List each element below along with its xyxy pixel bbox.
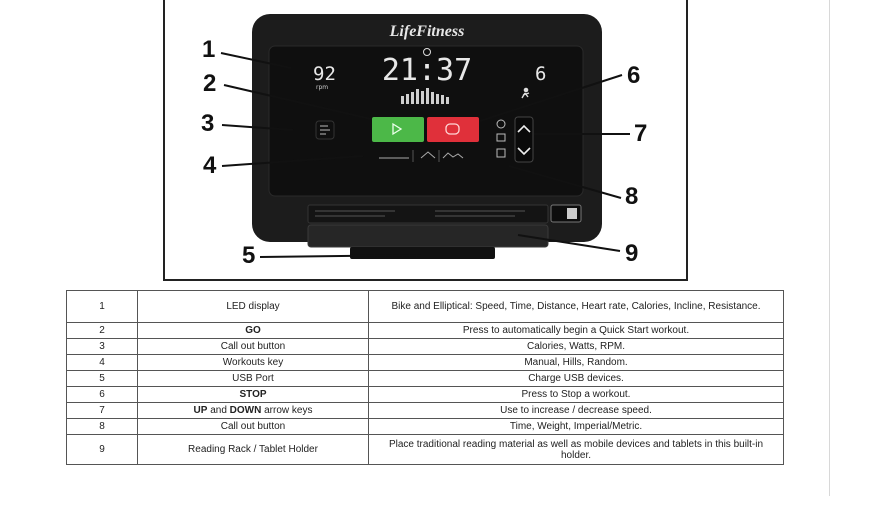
row-description: Time, Weight, Imperial/Metric. (369, 419, 784, 435)
table-row: 9 Reading Rack / Tablet Holder Place tra… (67, 435, 784, 465)
callout-1: 1 (202, 36, 215, 64)
row-number: 4 (67, 355, 138, 371)
row-name: UP and DOWN arrow keys (138, 403, 369, 419)
reading-rack (308, 225, 548, 247)
table-row: 1 LED display Bike and Elliptical: Speed… (67, 291, 784, 323)
callout-9: 9 (625, 240, 638, 268)
row-name: LED display (138, 291, 369, 323)
row-description: Use to increase / decrease speed. (369, 403, 784, 419)
row-name: USB Port (138, 371, 369, 387)
row-name: GO (138, 323, 369, 339)
callout-3: 3 (201, 110, 214, 138)
page-divider-line (829, 0, 830, 496)
table-row: 6 STOP Press to Stop a workout. (67, 387, 784, 403)
table-row: 8 Call out button Time, Weight, Imperial… (67, 419, 784, 435)
row-name: Reading Rack / Tablet Holder (138, 435, 369, 465)
row-number: 6 (67, 387, 138, 403)
led-left-value: 92 (313, 63, 336, 85)
callout-8: 8 (625, 183, 638, 211)
led-right-value: 6 (535, 63, 546, 85)
row-name: STOP (138, 387, 369, 403)
row-description: Press to automatically begin a Quick Sta… (369, 323, 784, 339)
row-description: Place traditional reading material as we… (369, 435, 784, 465)
table-row: 5 USB Port Charge USB devices. (67, 371, 784, 387)
row-name-up: UP (194, 405, 208, 416)
row-description: Charge USB devices. (369, 371, 784, 387)
callout-5: 5 (242, 242, 255, 270)
row-description: Calories, Watts, RPM. (369, 339, 784, 355)
row-number: 7 (67, 403, 138, 419)
callout-6: 6 (627, 62, 640, 90)
row-name: Call out button (138, 339, 369, 355)
row-name: Workouts key (138, 355, 369, 371)
row-description: Manual, Hills, Random. (369, 355, 784, 371)
row-description: Press to Stop a workout. (369, 387, 784, 403)
row-name: Call out button (138, 419, 369, 435)
row-name-down: DOWN (230, 405, 262, 416)
callout-2: 2 (203, 70, 216, 98)
row-number: 1 (67, 291, 138, 323)
usb-port-housing (350, 247, 495, 259)
row-name-and: and (207, 405, 229, 416)
row-name-tail: arrow keys (261, 405, 312, 416)
go-button[interactable] (372, 117, 424, 142)
table-row: 7 UP and DOWN arrow keys Use to increase… (67, 403, 784, 419)
callout-7: 7 (634, 120, 647, 148)
tablet-screen (567, 208, 577, 219)
row-number: 9 (67, 435, 138, 465)
console-figure: LifeFitness 92 rpm 21:37 6 (163, 0, 688, 281)
led-center-value: 21:37 (382, 53, 472, 88)
row-number: 5 (67, 371, 138, 387)
row-number: 3 (67, 339, 138, 355)
arrow-keys-panel (515, 117, 533, 162)
row-number: 2 (67, 323, 138, 339)
table-row: 3 Call out button Calories, Watts, RPM. (67, 339, 784, 355)
brand-logo: LifeFitness (389, 23, 465, 40)
callout-4: 4 (203, 152, 216, 180)
led-left-unit: rpm (316, 84, 328, 91)
console-illustration: LifeFitness 92 rpm 21:37 6 (165, 0, 690, 281)
stop-button[interactable] (427, 117, 479, 142)
lower-label-panel (308, 205, 548, 223)
table-row: 2 GO Press to automatically begin a Quic… (67, 323, 784, 339)
table-row: 4 Workouts key Manual, Hills, Random. (67, 355, 784, 371)
row-number: 8 (67, 419, 138, 435)
legend-table: 1 LED display Bike and Elliptical: Speed… (66, 290, 784, 465)
row-description: Bike and Elliptical: Speed, Time, Distan… (369, 291, 784, 323)
